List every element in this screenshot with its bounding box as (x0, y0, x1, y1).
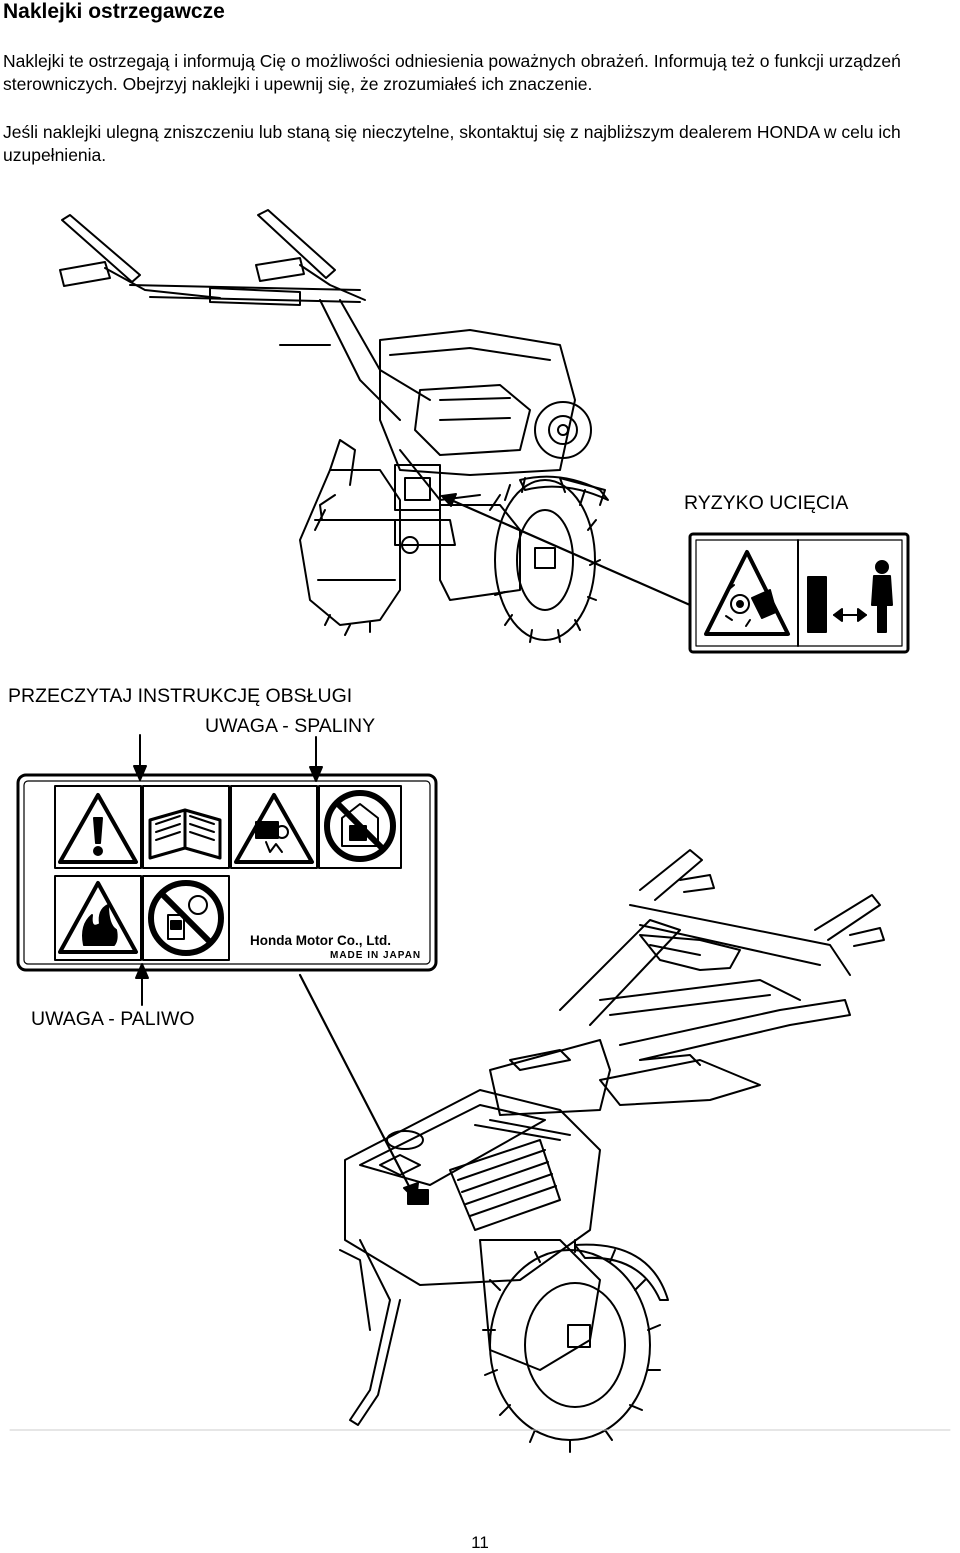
intro-paragraph: Naklejki te ostrzegają i informują Cię o… (3, 51, 901, 94)
warning-icon (58, 793, 138, 864)
no-indoor-operation-icon (324, 790, 396, 862)
fire-hazard-icon (58, 881, 138, 954)
rotating-tines-hazard-icon (704, 550, 790, 636)
tiller-side-view-illustration (298, 849, 885, 1453)
toxic-fumes-icon (234, 793, 314, 864)
fuel-warning-label: UWAGA - PALIWO (31, 1008, 195, 1030)
read-manual-label: PRZECZYTAJ INSTRUKCJĘ OBSŁUGI (8, 685, 353, 707)
no-refuel-running-icon (148, 880, 224, 956)
keep-distance-icon (807, 560, 893, 633)
page-title: Naklejki ostrzegawcze (3, 0, 225, 23)
cut-hazard-label: RYZYKO UCIĘCIA (684, 492, 849, 514)
decal-origin-text: MADE IN JAPAN (330, 950, 422, 961)
tiller-rear-view-illustration (59, 209, 692, 643)
exhaust-warning-label: UWAGA - SPALINY (205, 715, 376, 737)
cut-hazard-decal (688, 532, 910, 654)
manual-book-icon (148, 808, 222, 860)
page-number: 11 (471, 1533, 489, 1552)
decal-maker-text: Honda Motor Co., Ltd. (250, 933, 391, 948)
safety-label-block (16, 734, 438, 1006)
replacement-paragraph: Jeśli naklejki ulegną zniszczeniu lub st… (3, 122, 901, 165)
